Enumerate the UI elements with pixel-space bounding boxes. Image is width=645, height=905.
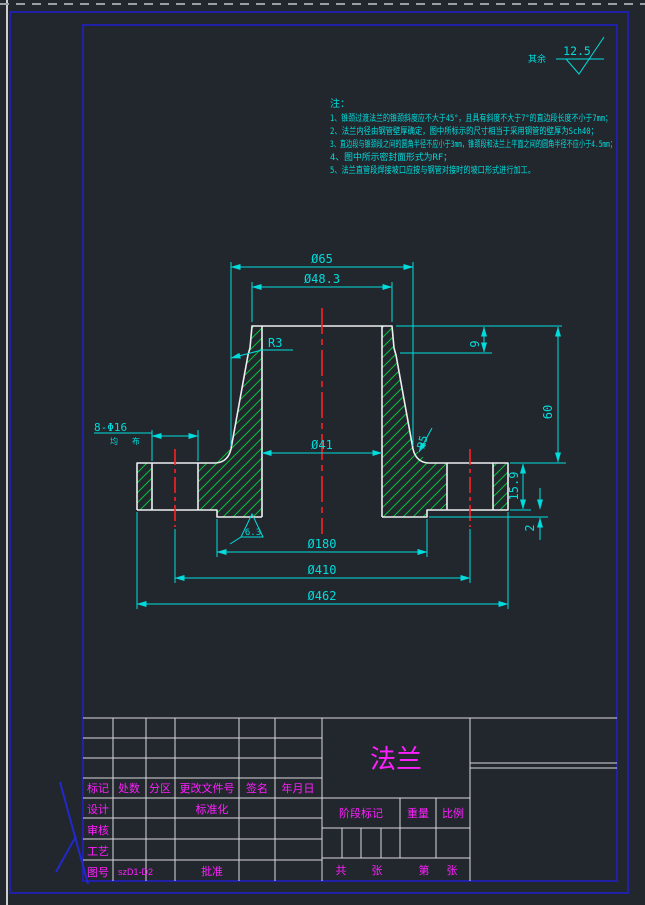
roughness-value: 12.5 xyxy=(563,44,591,58)
centerlines xyxy=(174,308,471,534)
dim-fillet-top: R3 xyxy=(268,336,282,350)
roughness-check-icon xyxy=(556,36,605,75)
label-sheet-total-unit: 张 xyxy=(372,864,383,877)
dim-bore: Ø41 xyxy=(311,438,333,452)
dim-bolt-circle: Ø410 xyxy=(308,563,337,577)
title-block: 法兰 标记 处数 分区 更改文件号 签名 年月日 设计 标准化 审核 工艺 图号… xyxy=(83,717,617,881)
dim-top-od: Ø65 xyxy=(311,252,333,266)
label-scale: 比例 xyxy=(442,806,464,820)
dim-outer: Ø462 xyxy=(308,589,337,603)
dim-pipe-od: Ø48.3 xyxy=(304,272,340,286)
title-block-stage-row: 阶段标记 重量 比例 xyxy=(339,806,464,820)
note-line-5: 5、法兰直管段焊接坡口应按与钢管对接时的坡口形式进行加工。 xyxy=(330,164,535,176)
dimension-lines xyxy=(136,264,561,607)
label-process: 工艺 xyxy=(87,845,109,858)
title-block-sheets-row: 共 张 第 张 xyxy=(336,863,458,877)
dim-bolt-holes: 8-Φ16 xyxy=(94,421,127,434)
r3-leader xyxy=(230,349,293,359)
note-line-1: 1、锥颈过渡法兰的锥颈斜度应不大于45°，且具有斜度不大于7°的直边段长度不小于… xyxy=(330,112,612,124)
title-block-header-row: 标记 处数 分区 更改文件号 签名 年月日 xyxy=(87,781,315,795)
bore-lines xyxy=(261,326,383,517)
label-date: 年月日 xyxy=(282,781,315,795)
dim-bolt-note: 均布 xyxy=(110,436,140,446)
label-sheet-page-unit: 张 xyxy=(447,864,458,877)
dim-face-step: 2 xyxy=(523,524,537,531)
default-roughness-symbol: 其余 12.5 xyxy=(528,36,605,75)
dim-neck-straight: 9 xyxy=(468,340,482,347)
inner-frame xyxy=(82,24,618,882)
dim-thickness: 15.9 xyxy=(507,472,521,501)
dim-raised-face: Ø180 xyxy=(308,537,337,551)
r5-leader xyxy=(418,427,433,453)
label-drawing-no: 图号 xyxy=(87,866,109,879)
face-roughness-symbol: 6.3 xyxy=(229,512,264,545)
label-design: 设计 xyxy=(87,803,109,816)
label-sheet-page-prefix: 第 xyxy=(419,863,430,877)
flange-section-view: Ø65 Ø48.3 R3 8-Φ16 均布 Ø41 R5 9 60 15.9 2… xyxy=(94,252,566,609)
section-hatching xyxy=(137,326,508,517)
note-line-4: 4、图中所示密封面形式为RF； xyxy=(330,151,452,163)
label-zone: 分区 xyxy=(149,782,171,795)
dimension-texts: Ø65 Ø48.3 R3 8-Φ16 均布 Ø41 R5 9 60 15.9 2… xyxy=(94,252,555,603)
label-stage: 阶段标记 xyxy=(339,806,383,820)
label-check: 审核 xyxy=(87,823,109,837)
notes-block: 注： 1、锥颈过渡法兰的锥颈斜度应不大于45°，且具有斜度不大于7°的直边段长度… xyxy=(330,97,616,176)
title-block-signature-rows: 设计 标准化 审核 工艺 图号 szD1-D2 批准 xyxy=(87,802,229,879)
face-roughness-value: 6.3 xyxy=(245,528,261,538)
label-approve: 批准 xyxy=(201,864,223,878)
dim-height: 60 xyxy=(541,405,555,419)
outer-frame xyxy=(9,11,629,894)
label-standardize: 标准化 xyxy=(196,802,229,816)
label-change-no: 更改文件号 xyxy=(180,781,235,795)
label-sheet-total-prefix: 共 xyxy=(336,864,347,877)
notes-title: 注： xyxy=(330,97,350,110)
label-mark: 标记 xyxy=(87,781,109,795)
part-name: 法兰 xyxy=(370,744,422,774)
title-block-grid xyxy=(83,717,617,881)
label-sign: 签名 xyxy=(246,781,268,795)
fold-mark xyxy=(55,781,89,885)
note-line-2: 2、法兰内径由钢管壁厚确定，图中所标示的尺寸相当于采用钢管的壁厚为Sch40； xyxy=(330,125,598,137)
label-weight: 重量 xyxy=(407,806,429,820)
drawing-no-value: szD1-D2 xyxy=(118,867,153,877)
flange-outline xyxy=(136,325,509,518)
dim-fillet-base: R5 xyxy=(415,434,431,450)
label-count: 处数 xyxy=(118,782,140,795)
bolt-hole-lines xyxy=(151,463,494,510)
note-line-3: 3、直边段与锥颈段之间的圆角半径不应小于3mm，锥颈段和法兰上平面之间的圆角半径… xyxy=(330,138,616,150)
roughness-prefix-label: 其余 xyxy=(528,53,546,65)
